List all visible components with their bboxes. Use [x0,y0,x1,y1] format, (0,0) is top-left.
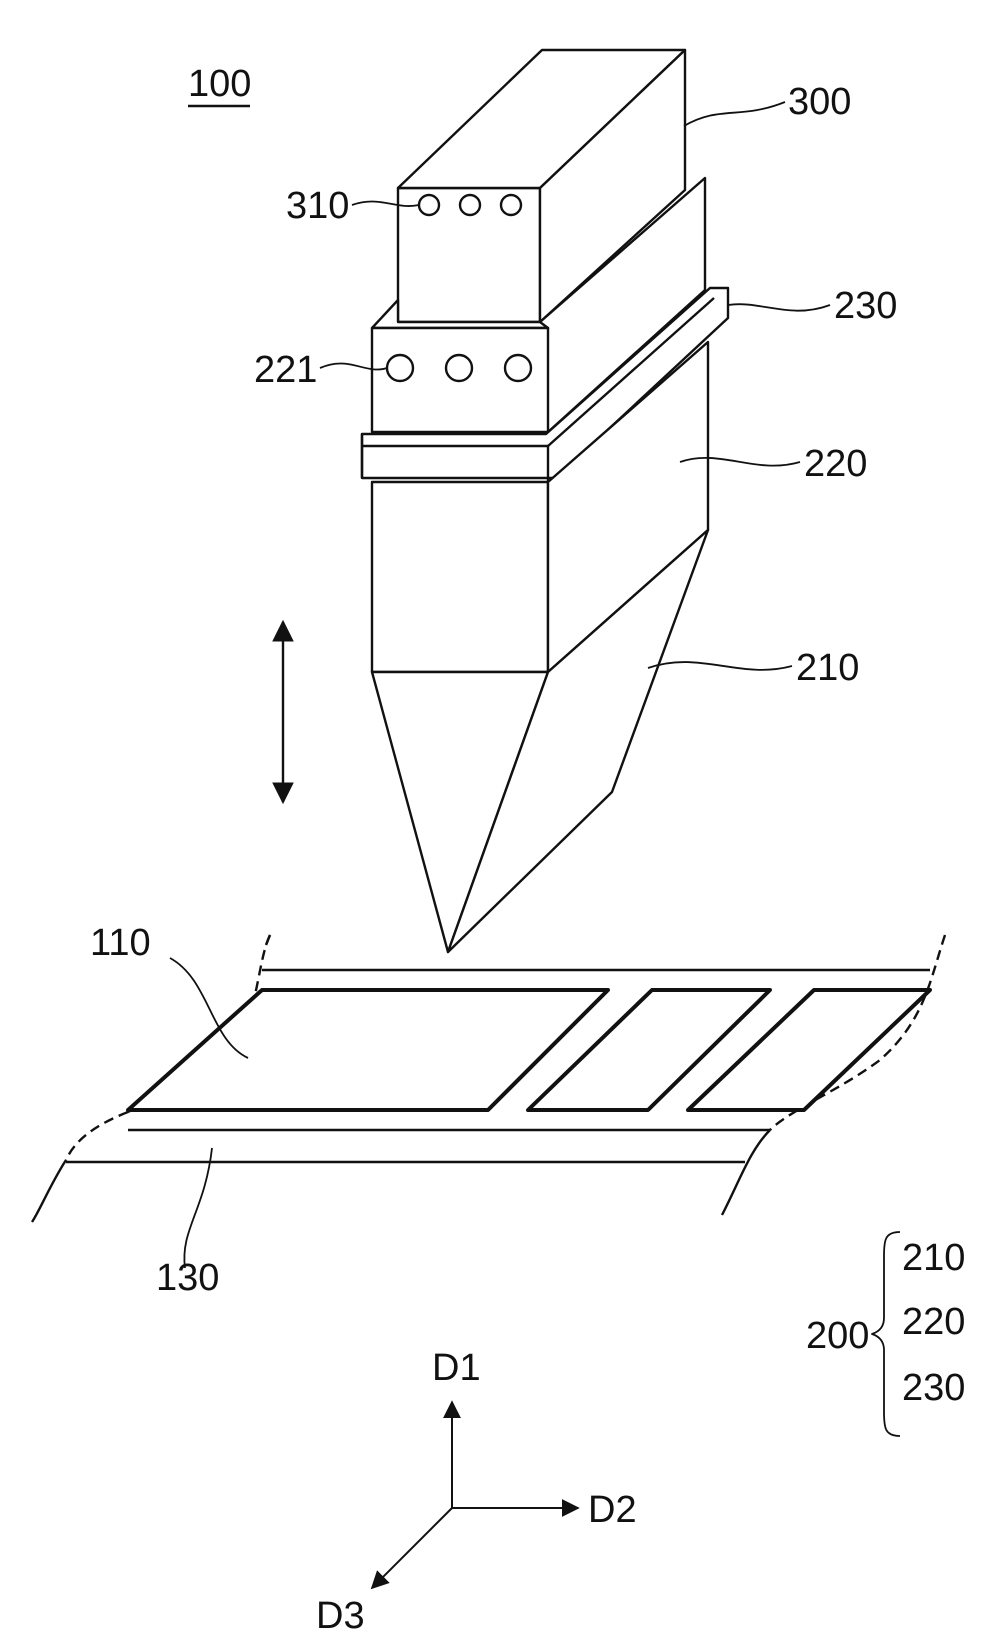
axis-label-d2: D2 [588,1489,637,1531]
label-230: 230 [834,285,897,327]
label-100: 100 [188,63,251,105]
axis-label-d1: D1 [432,1347,481,1389]
group-brace [872,1232,900,1436]
label-310: 310 [286,185,349,227]
group-member-210: 210 [902,1237,965,1279]
group-label-200: 200 [806,1315,869,1357]
label-210: 210 [796,647,859,689]
label-300: 300 [788,81,851,123]
group-member-220: 220 [902,1301,965,1343]
label-110: 110 [90,922,151,964]
group-member-230: 230 [902,1367,965,1409]
axis-indicator [372,1402,578,1588]
label-220: 220 [804,443,867,485]
label-130: 130 [156,1257,219,1299]
label-221: 221 [254,349,317,391]
sheet-pattern-110 [128,990,930,1110]
axis-label-d3: D3 [316,1595,365,1635]
